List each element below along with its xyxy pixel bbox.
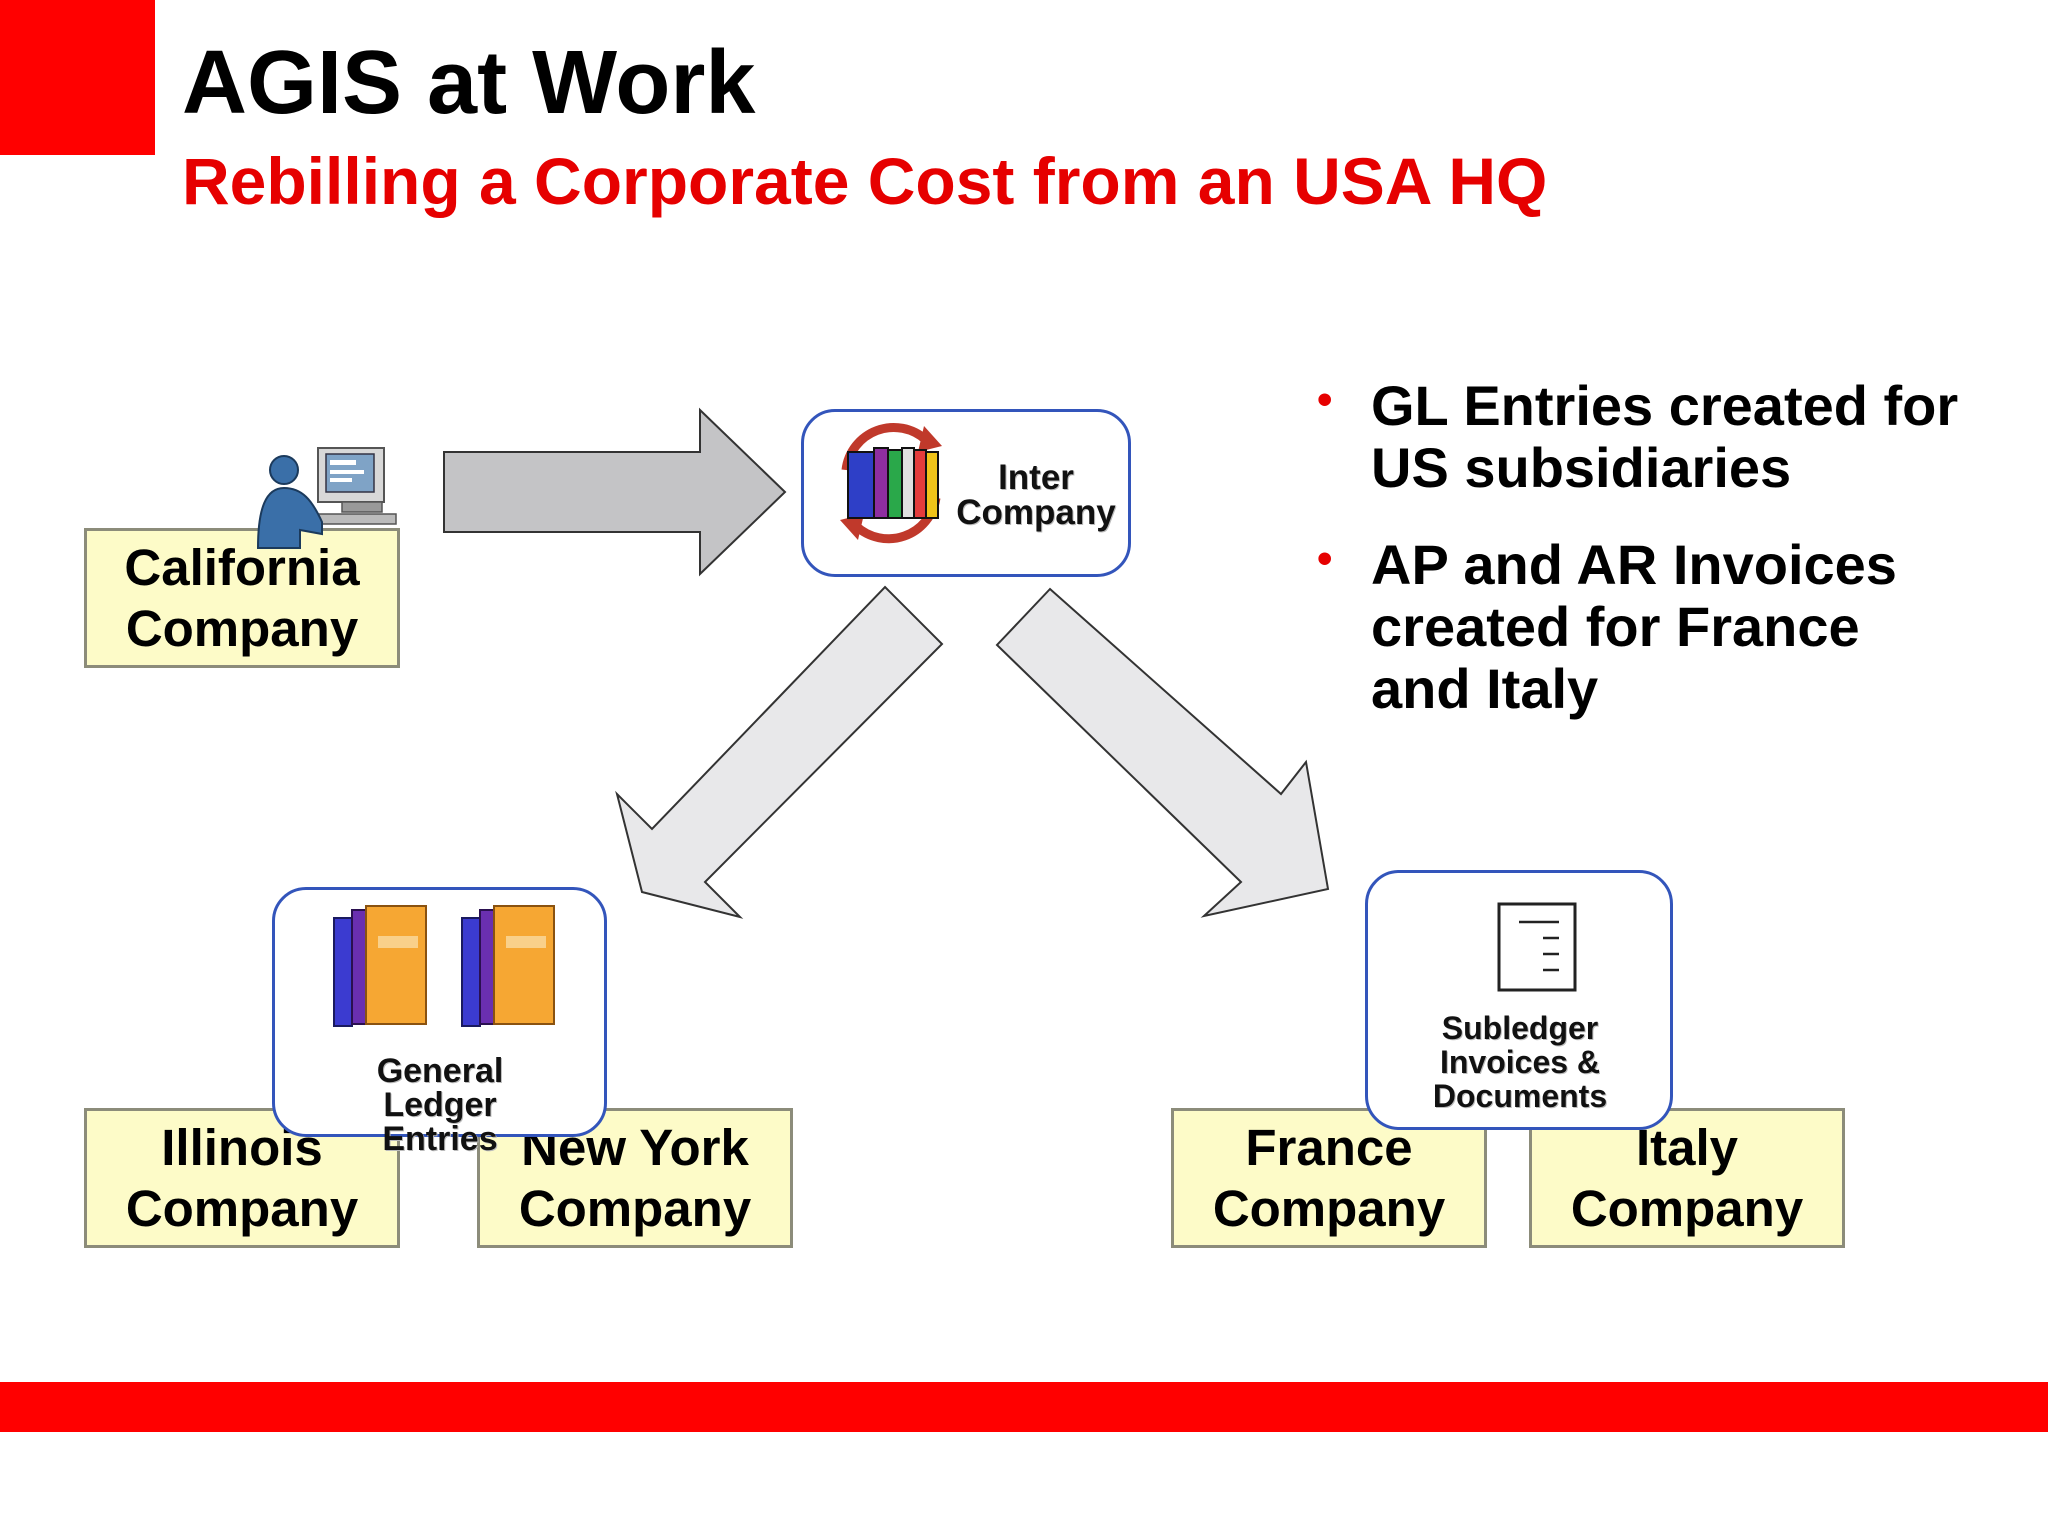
illinois-company-box: Illinois Company	[84, 1108, 400, 1248]
france-company-line2: Company	[1212, 1180, 1446, 1237]
bullet-list: • GL Entries created for US subsidiaries…	[1313, 375, 2013, 755]
france-company-box: France Company	[1171, 1108, 1487, 1248]
books-cycle-icon	[840, 423, 942, 544]
arrow-to-intercompany	[443, 407, 787, 577]
intercompany-label-line2: Company	[956, 493, 1116, 532]
italy-company-line1: Italy	[1635, 1119, 1739, 1176]
france-company-line1: France	[1245, 1119, 1413, 1176]
bullet-2-line1: AP and AR Invoices	[1371, 533, 1897, 596]
bullet-2-line3: and Italy	[1371, 657, 1599, 720]
italy-company-line2: Company	[1570, 1180, 1804, 1237]
slide-title: AGIS at Work	[182, 33, 756, 133]
italy-company-box: Italy Company	[1529, 1108, 1845, 1248]
california-company-box: California Company	[84, 528, 400, 668]
bullet-2-line2: created for France	[1371, 595, 1860, 658]
illinois-company-line2: Company	[125, 1180, 359, 1237]
new-york-company-line2: Company	[518, 1180, 752, 1237]
subledger-label-line1: Subledger	[1441, 1010, 1599, 1046]
bullet-item-invoices: • AP and AR Invoices created for France …	[1313, 534, 2013, 720]
subledger-label: Subledger Invoices & Documents	[1390, 1011, 1650, 1113]
intercompany-label: Inter Company	[946, 460, 1126, 530]
ledger-books-icon	[333, 905, 555, 1027]
bullet-item-gl: • GL Entries created for US subsidiaries	[1313, 375, 2013, 499]
bullet-1-line1: GL Entries created for	[1371, 374, 1959, 437]
corner-accent	[0, 0, 155, 155]
new-york-company-box: New York Company	[477, 1108, 793, 1248]
general-ledger-label-line3: Entries	[382, 1120, 498, 1158]
user-computer-icon	[256, 447, 397, 549]
general-ledger-label-line1: General	[376, 1052, 504, 1090]
bullet-dot-icon: •	[1317, 534, 1333, 583]
general-ledger-label-line2: Ledger	[383, 1086, 497, 1124]
general-ledger-label: General Ledger Entries	[340, 1054, 540, 1156]
subledger-label-line2: Invoices &	[1439, 1044, 1601, 1080]
slide-subtitle: Rebilling a Corporate Cost from an USA H…	[182, 144, 1548, 218]
california-company-line1: California	[124, 539, 360, 596]
california-company-line2: Company	[125, 600, 359, 657]
intercompany-label-line1: Inter	[998, 458, 1074, 497]
footer-bar	[0, 1382, 2048, 1432]
subledger-label-line3: Documents	[1432, 1078, 1608, 1114]
arrow-to-general-ledger	[615, 585, 944, 919]
bullet-1-line2: US subsidiaries	[1371, 436, 1792, 499]
bullet-dot-icon: •	[1317, 375, 1333, 424]
arrow-to-subledger	[995, 587, 1330, 918]
document-icon	[1497, 902, 1577, 992]
